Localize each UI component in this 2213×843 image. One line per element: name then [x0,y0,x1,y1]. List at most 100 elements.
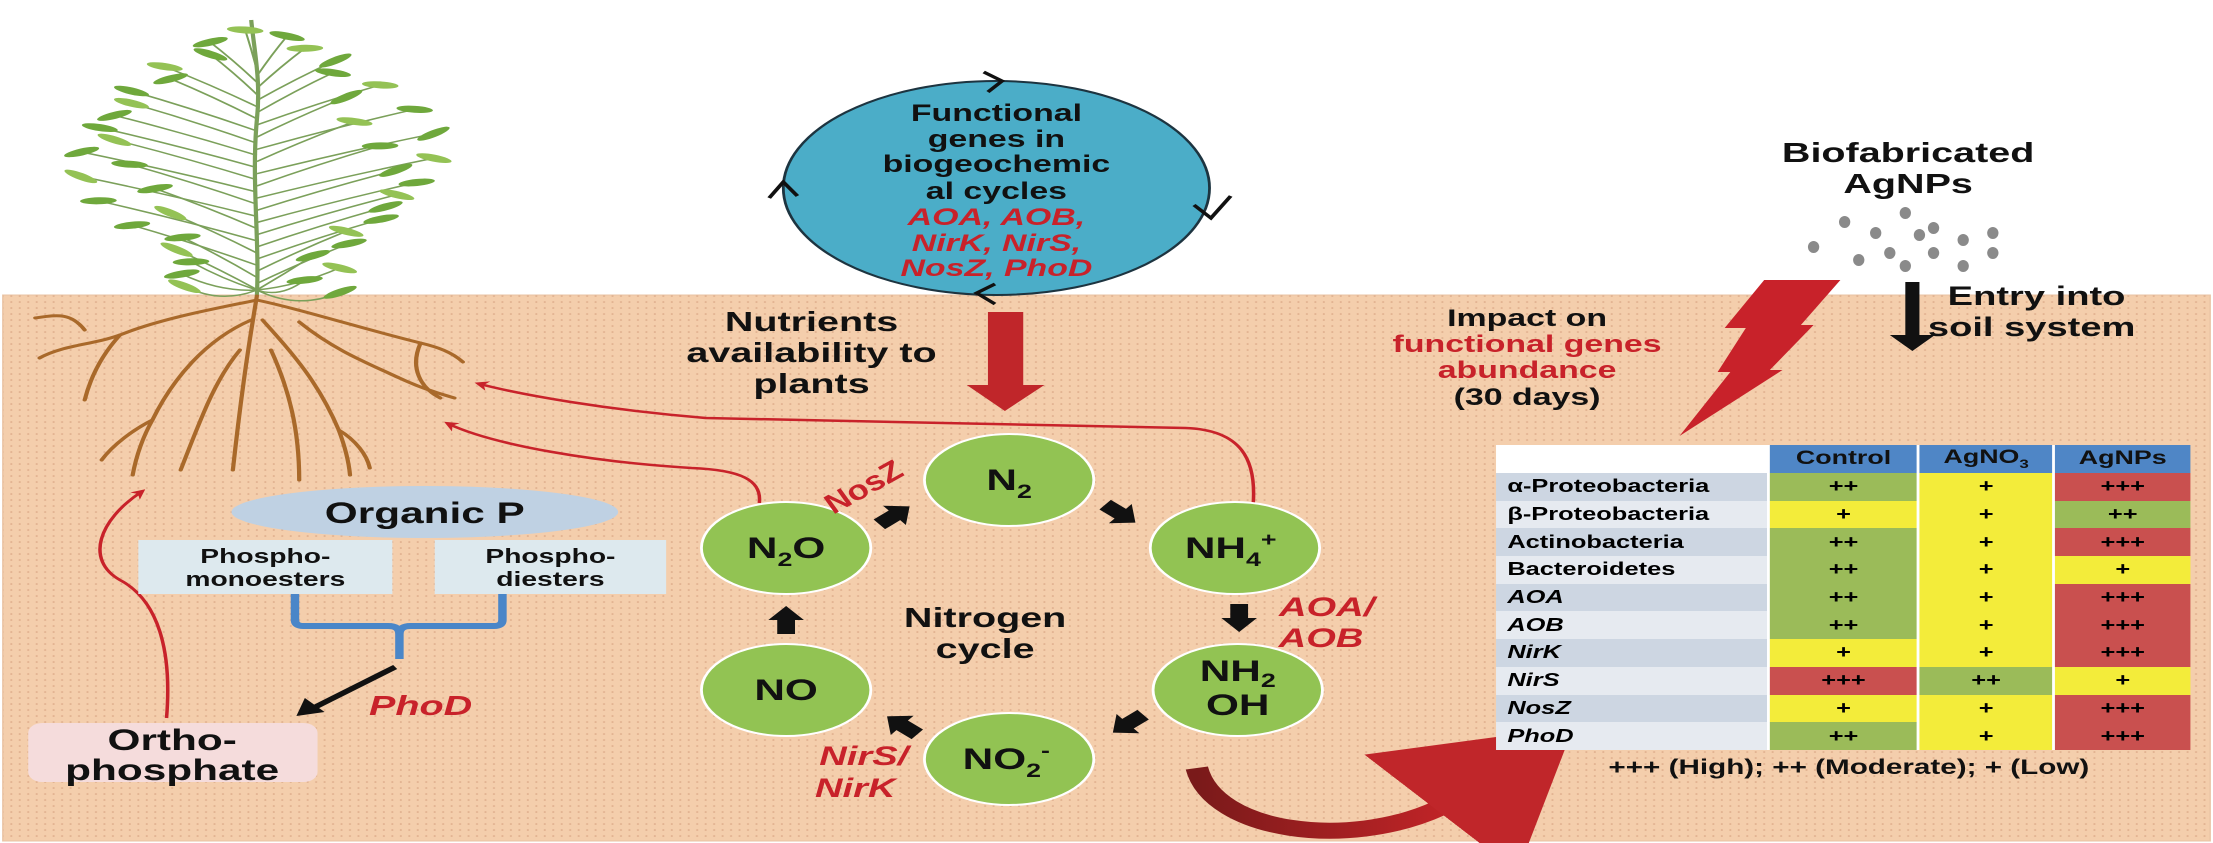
abundance-cell: + [1767,694,1919,723]
leaf-icon [97,133,132,146]
impact-line-2: functional genes [1393,331,1662,358]
leaf-icon [319,53,352,68]
abundance-cell: + [1917,528,2054,557]
abundance-cell: ++ [2052,500,2191,529]
entry-down-arrow [1889,282,1935,351]
table-corner [1496,445,1769,473]
circle-genes-2: NirK, NirS, [912,230,1081,257]
plant-branch [256,72,334,114]
impact-line-3: abundance [1438,357,1617,384]
node-n2o [700,501,873,595]
abundance-cell: ++ [1917,666,2054,695]
leaf-icon [295,249,331,262]
leaf-icon [163,269,200,279]
abundance-cell: + [1767,500,1919,529]
nutrients-line-2: availability to [686,337,936,368]
nanoparticle-dot [1838,216,1851,228]
plant-branch [129,163,258,205]
leaf-icon [111,160,148,168]
plant-branch [256,157,435,199]
plant-branch [190,261,258,291]
orthophosphate-box [28,723,318,782]
leaf-icon [363,214,399,224]
abundance-cell: +++ [2052,583,2191,612]
ortho-line-2: phosphate [65,753,279,787]
node-no2 [923,712,1096,806]
row-label: Actinobacteria [1496,528,1769,557]
phod-black-arrow [311,664,398,711]
phosphodiesters-box [434,540,667,594]
plant-branch [98,200,258,242]
circle-line-4: al cycles [926,178,1067,205]
table-row: NirS++++++ [1496,666,2191,695]
label-n2o: N2O [747,531,825,570]
nanoparticle-dot [1927,247,1940,259]
uptake-arrow-ammonium [474,381,1256,504]
abundance-cell: ++ [1767,583,1919,612]
plant-branch [81,151,258,193]
leaf-icon [361,142,399,150]
circle-genes-1: AOA, AOB, [907,204,1086,231]
row-label: NirS [1496,666,1769,695]
impact-line-1: Impact on [1447,305,1607,332]
nanoparticle-dot [1899,260,1911,272]
leaf-icon [379,163,413,177]
row-label: α-Proteobacteria [1496,473,1769,501]
column-header-agnps: AgNPs [2052,445,2191,473]
leaf-icon [322,262,358,274]
plant-branch [256,47,306,89]
abundance-cell: +++ [1767,666,1919,695]
leaf-icon [168,279,201,294]
plant-roots-illustration [33,294,466,482]
label-n2: N2 [986,463,1031,502]
nanoparticle-dot [1899,207,1911,219]
table-header-row: Control AgNO3 AgNPs [1496,445,2191,473]
mono-line-1: Phospho- [200,546,330,568]
row-label: AOA [1496,583,1769,612]
table-row: AOB++++++ [1496,611,2191,640]
nanoparticle-dot [1870,227,1882,239]
abundance-cell: + [1917,583,2054,612]
leaf-icon [286,276,323,285]
gene-abundance-table: Control AgNO3 AgNPs α-Proteobacteria++++… [1496,445,2191,750]
plant-branch [131,224,258,266]
cycle-arrow-icon [768,606,804,634]
abundance-cell: + [1917,473,2054,501]
leaf-icon [137,183,173,194]
table-row: α-Proteobacteria++++++ [1496,473,2191,501]
organic-p: Organic P [231,486,619,538]
abundance-cell: +++ [2052,694,2191,723]
leaf-icon [114,85,149,97]
plant-branch [181,273,257,291]
leaf-icon [81,123,118,132]
bracket-connector [290,594,507,659]
agnps-title-1: Biofabricated [1782,137,2034,168]
abundance-cell: +++ [2052,639,2191,667]
abundance-cell: +++ [2052,528,2191,557]
abundance-cell: +++ [2052,473,2191,501]
agnps-title-2: AgNPs [1843,168,1973,199]
node-no [700,643,873,737]
row-label: Bacteroidetes [1496,556,1769,584]
circle-line-1: Functional [911,100,1082,127]
leaf-icon [153,73,188,85]
table-row: Actinobacteria++++++ [1496,528,2191,557]
abundance-cell: ++ [1767,528,1919,557]
nanoparticle-dot [1884,247,1896,259]
table-row: NirK+++++ [1496,639,2191,667]
circle-line-2: genes in [928,126,1065,153]
leaf-icon [336,117,373,126]
leaf-icon [331,238,367,249]
ortho-line-1: Ortho- [108,723,237,757]
nanoparticle-dot [1957,260,1969,272]
abundance-cell: + [1917,611,2054,640]
red-down-arrow [966,312,1045,411]
plant-branch [256,84,381,126]
lightning-bolt-icon [1679,280,1841,436]
node-n2 [923,433,1096,527]
leaf-icon [417,126,450,141]
table-row: NosZ+++++ [1496,694,2191,723]
nanoparticle-dot [1987,247,1999,259]
leaf-icon [193,48,228,61]
